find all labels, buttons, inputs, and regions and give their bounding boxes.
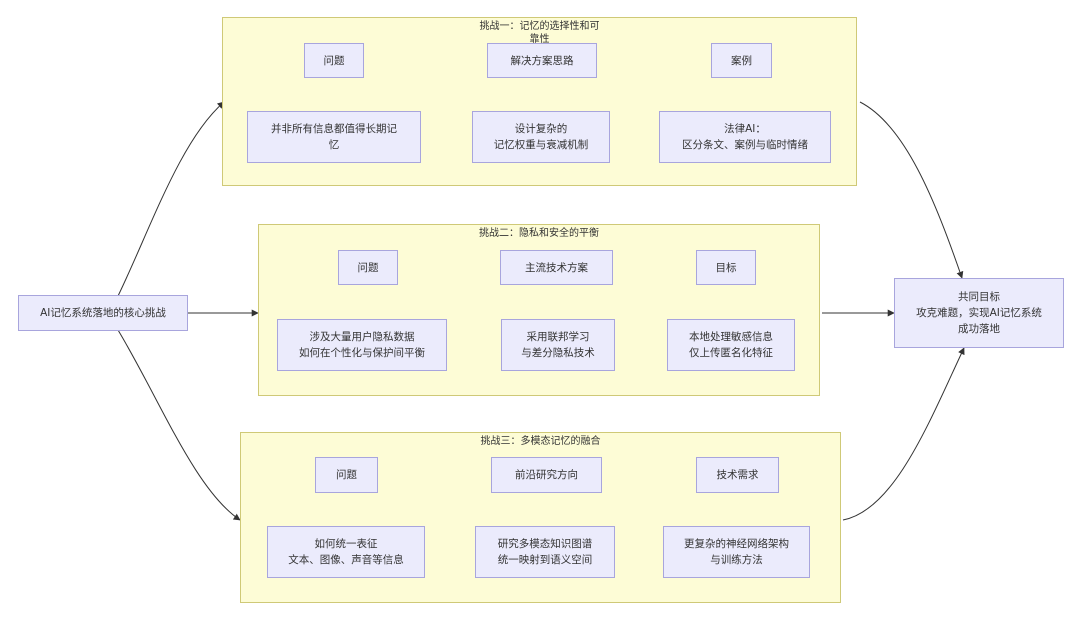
- c3-problem-detail-node: 如何统一表征 文本、图像、声音等信息: [267, 526, 425, 578]
- challenge-3-title: 挑战三：多模态记忆的融合: [480, 436, 601, 447]
- edge-challenge-1-to-goal: [859, 101, 964, 279]
- c3-research-detail-node: 研究多模态知识图谱 统一映射到语义空间: [475, 526, 615, 578]
- c3-tech-need-node: 技术需求: [696, 457, 779, 493]
- c2-tech-detail-node: 采用联邦学习 与差分隐私技术: [501, 319, 615, 371]
- c2-problem-node: 问题: [338, 250, 398, 285]
- c2-goal-detail-node: 本地处理敏感信息 仅上传匿名化特征: [667, 319, 795, 371]
- core-challenge-node: AI记忆系统落地的核心挑战: [18, 295, 188, 331]
- common-goal-node: 共同目标 攻克难题，实现AI记忆系统 成功落地: [894, 278, 1064, 348]
- c3-research-direction-node: 前沿研究方向: [491, 457, 602, 493]
- c1-case-detail-node: 法律AI： 区分条文、案例与临时情绪: [659, 111, 831, 163]
- c3-problem-node: 问题: [315, 457, 378, 493]
- c3-tech-detail-node: 更复杂的神经网络架构 与训练方法: [663, 526, 810, 578]
- c1-solution-detail-node: 设计复杂的 记忆权重与衰减机制: [472, 111, 610, 163]
- edge-challenge-3-to-goal: [842, 347, 965, 521]
- c1-problem-node: 问题: [304, 43, 364, 78]
- challenge-2-title: 挑战二：隐私和安全的平衡: [479, 228, 599, 239]
- c2-mainstream-tech-node: 主流技术方案: [500, 250, 613, 285]
- edge-core-to-challenge-1: [117, 101, 225, 297]
- challenge-1-title: 挑战一：记忆的选择性和可 靠性: [479, 21, 600, 45]
- c2-goal-node: 目标: [696, 250, 756, 285]
- c1-solution-node: 解决方案思路: [487, 43, 597, 78]
- c2-problem-detail-node: 涉及大量用户隐私数据 如何在个性化与保护间平衡: [277, 319, 447, 371]
- c1-case-node: 案例: [711, 43, 772, 78]
- edge-core-to-challenge-3: [117, 329, 241, 521]
- c1-problem-detail-node: 并非所有信息都值得长期记 忆: [247, 111, 421, 163]
